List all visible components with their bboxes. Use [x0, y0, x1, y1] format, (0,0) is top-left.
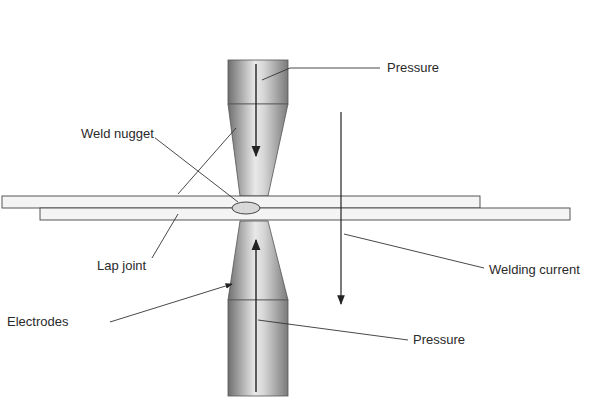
part-label: Lap joint: [96, 258, 147, 274]
part-label: Pressure: [386, 60, 440, 76]
lower-sheet: [40, 208, 570, 220]
pressure-arrow: [255, 64, 256, 156]
leader-line: [344, 234, 484, 268]
current-arrow: [340, 112, 341, 304]
part-label: Pressure: [412, 332, 466, 348]
weld-nugget: [232, 202, 260, 214]
lower-electrode-tip: [228, 221, 288, 300]
leader-line: [258, 320, 408, 340]
leader-line: [178, 128, 236, 194]
leader-line: [150, 134, 238, 202]
pressure-arrow: [255, 240, 256, 392]
lower-electrode-body: [228, 300, 288, 396]
leader-line: [262, 68, 380, 80]
part-label: Weld nugget: [80, 126, 155, 142]
leader-line: [152, 214, 178, 258]
part-label: Electrodes: [6, 314, 69, 330]
upper-electrode-body: [228, 60, 288, 104]
upper-electrode-tip: [228, 104, 288, 196]
leader-line: [110, 284, 232, 322]
part-label: Welding current: [488, 262, 581, 278]
